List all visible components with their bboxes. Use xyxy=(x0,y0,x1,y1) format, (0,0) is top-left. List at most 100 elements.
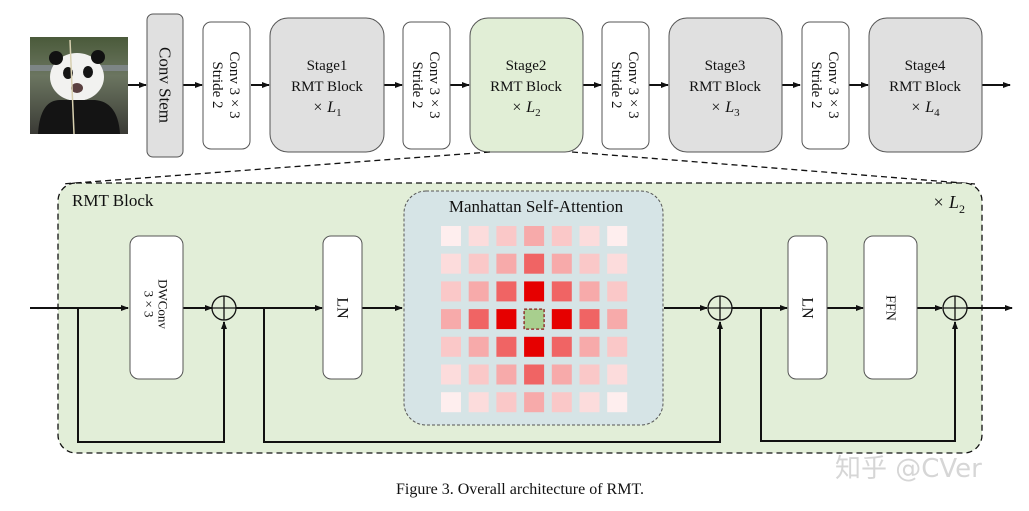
attention-cell xyxy=(607,226,628,246)
attention-cell xyxy=(551,392,572,413)
ln-box-2: LN xyxy=(787,235,828,380)
stage3-box: Stage3 RMT Block × L3 xyxy=(668,17,783,153)
attention-cell xyxy=(607,309,628,330)
attention-cell xyxy=(468,392,489,413)
downsample-label-line1: Conv 3 × 3 xyxy=(226,51,242,118)
downsample-label-line1: Conv 3 × 3 xyxy=(426,51,442,118)
stage2-block-label: RMT Block xyxy=(490,79,562,95)
stage3-block-label: RMT Block xyxy=(689,79,761,95)
attention-cell xyxy=(579,281,600,302)
attention-cell xyxy=(579,392,600,413)
attention-cell xyxy=(524,336,545,357)
expansion-lines xyxy=(61,151,976,185)
conv-stem-box: Conv Stem xyxy=(146,13,184,158)
attention-cell xyxy=(496,226,517,246)
downsample-label-line2: Stride 2 xyxy=(808,61,824,108)
stage3-title: Stage3 xyxy=(705,58,746,74)
stage2-title: Stage2 xyxy=(506,58,547,74)
rmt-block-title: RMT Block xyxy=(72,191,154,210)
attention-cell xyxy=(468,226,489,246)
dwconv-box: DWConv 3 × 3 xyxy=(129,235,184,380)
add-node-1 xyxy=(211,295,237,321)
attention-cell xyxy=(551,226,572,246)
ln-box-1: LN xyxy=(322,235,363,380)
stage4-title: Stage4 xyxy=(905,58,946,74)
downsample-label-line2: Stride 2 xyxy=(209,61,225,108)
attention-cell xyxy=(607,253,628,274)
attention-cell xyxy=(468,281,489,302)
attention-cell xyxy=(496,253,517,274)
attention-cell xyxy=(468,336,489,357)
attention-cell xyxy=(607,281,628,302)
attention-cell xyxy=(468,309,489,330)
stage4-repeat: × L4 xyxy=(910,99,940,119)
attention-cell xyxy=(441,281,461,302)
attention-cell xyxy=(441,253,461,274)
conv-stem-label: Conv Stem xyxy=(156,47,175,123)
attention-cell xyxy=(579,309,600,330)
attention-cell xyxy=(441,226,461,246)
dwconv-label-line1: DWConv xyxy=(156,279,171,329)
stage1-block-label: RMT Block xyxy=(291,79,363,95)
input-image xyxy=(30,37,128,135)
attention-cell xyxy=(607,336,628,357)
attention-cell xyxy=(524,392,545,413)
stage2-repeat: × L2 xyxy=(511,99,540,119)
attention-cell xyxy=(441,336,461,357)
ln-label-1: LN xyxy=(334,297,351,319)
attention-cell xyxy=(579,253,600,274)
figure-caption: Figure 3. Overall architecture of RMT. xyxy=(396,481,644,498)
attention-query-cell xyxy=(523,308,545,330)
add-node-3 xyxy=(942,295,968,321)
downsample-box-4: Conv 3 × 3 Stride 2 xyxy=(801,21,850,150)
attention-cell xyxy=(496,364,517,385)
attention-cell xyxy=(551,281,572,302)
watermark: 知乎 @CVer xyxy=(835,454,982,484)
attention-cell xyxy=(579,336,600,357)
attention-cell xyxy=(468,364,489,385)
downsample-box-3: Conv 3 × 3 Stride 2 xyxy=(601,21,650,150)
attention-cell xyxy=(551,364,572,385)
attention-cell xyxy=(441,364,461,385)
attention-cell xyxy=(441,392,461,413)
stage1-repeat: × L1 xyxy=(312,99,341,119)
attention-cell xyxy=(579,226,600,246)
attention-cell xyxy=(551,336,572,357)
attention-cell xyxy=(441,309,461,330)
attention-cell xyxy=(524,281,545,302)
downsample-label-line1: Conv 3 × 3 xyxy=(825,51,841,118)
stage3-repeat: × L3 xyxy=(710,99,740,119)
attention-cell xyxy=(551,309,572,330)
rmt-block-repeat: × L2 xyxy=(932,192,965,216)
stage4-box: Stage4 RMT Block × L4 xyxy=(868,17,983,153)
add-node-2 xyxy=(707,295,733,321)
attention-cell xyxy=(496,336,517,357)
attention-title: Manhattan Self-Attention xyxy=(449,197,624,216)
attention-cell xyxy=(524,364,545,385)
attention-grid xyxy=(441,226,628,413)
dwconv-label-line2: 3 × 3 xyxy=(142,291,157,318)
stage1-box: Stage1 RMT Block × L1 xyxy=(269,17,385,153)
ffn-label: FFN xyxy=(883,295,898,321)
attention-cell xyxy=(579,364,600,385)
attention-cell xyxy=(524,226,545,246)
attention-cell xyxy=(524,253,545,274)
attention-cell xyxy=(468,253,489,274)
downsample-box-2: Conv 3 × 3 Stride 2 xyxy=(402,21,451,150)
ln-label-2: LN xyxy=(799,297,816,319)
downsample-label-line2: Stride 2 xyxy=(608,61,624,108)
stage2-box: Stage2 RMT Block × L2 xyxy=(469,17,584,153)
attention-cell xyxy=(496,392,517,413)
attention-cell xyxy=(607,392,628,413)
stage1-title: Stage1 xyxy=(307,58,348,74)
stage4-block-label: RMT Block xyxy=(889,79,961,95)
attention-cell xyxy=(607,364,628,385)
ffn-box: FFN xyxy=(863,235,918,380)
attention-cell xyxy=(496,281,517,302)
downsample-box-1: Conv 3 × 3 Stride 2 xyxy=(202,21,251,150)
attention-cell xyxy=(551,253,572,274)
downsample-label-line1: Conv 3 × 3 xyxy=(625,51,641,118)
block-flow-lines xyxy=(30,305,1013,443)
downsample-label-line2: Stride 2 xyxy=(409,61,425,108)
